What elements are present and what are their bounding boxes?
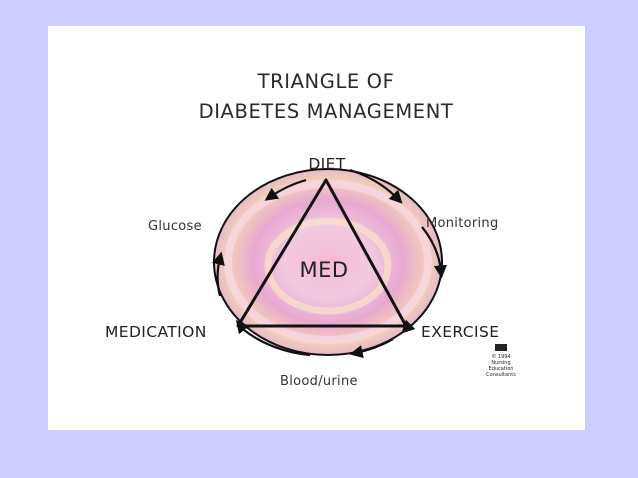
publisher-logo-icon [495, 344, 507, 351]
cycle-arc-glucose-left [211, 251, 225, 297]
slide: TRIANGLE OF DIABETES MANAGEMENT DIET MED… [48, 26, 585, 430]
cycle-ellipse-outline [213, 168, 443, 356]
copyright-line-4: Consultants [486, 372, 516, 378]
copyright-line-3: Education [489, 366, 514, 372]
title-line-1: TRIANGLE OF [257, 70, 395, 93]
swirl-ring-inner [264, 217, 392, 315]
cycle-arc-monitoring-right [421, 226, 447, 279]
cycle-arc-glucose-top [264, 178, 307, 201]
cycle-label-blood-urine: Blood/urine [280, 374, 358, 389]
copyright-line-2: Nursing [491, 360, 510, 366]
diabetes-triangle-diagram: TRIANGLE OF DIABETES MANAGEMENT DIET MED… [105, 70, 516, 389]
cycle-label-glucose: Glucose [148, 219, 202, 234]
cycle-ellipse-fill [214, 169, 442, 355]
title-line-2: DIABETES MANAGEMENT [199, 100, 454, 123]
center-label: MED [299, 258, 348, 282]
management-triangle [236, 178, 408, 328]
vertex-label-exercise: EXERCISE [421, 323, 499, 341]
vertex-label-diet: DIET [308, 155, 346, 173]
vertex-label-medication: MEDICATION [105, 323, 207, 341]
cycle-label-monitoring: Monitoring [426, 216, 499, 231]
copyright-line-1: © 1994 [491, 353, 510, 360]
